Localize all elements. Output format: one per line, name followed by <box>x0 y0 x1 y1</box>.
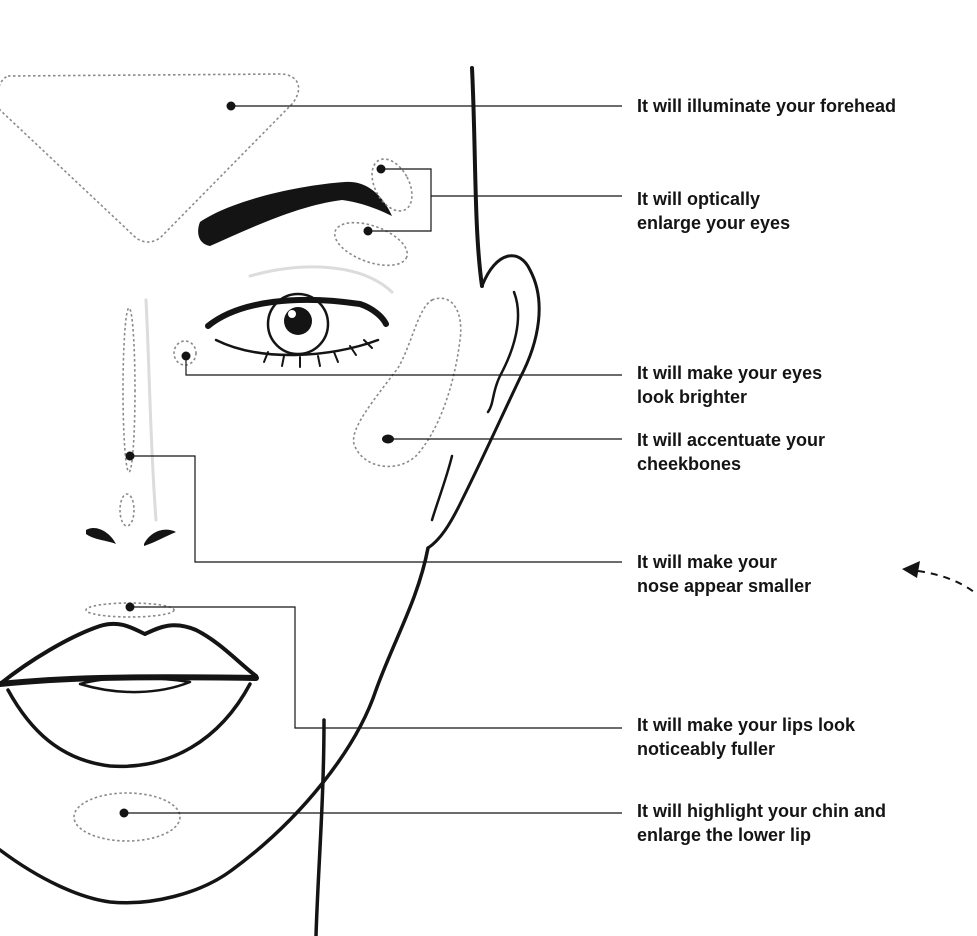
label-nose-line-1: It will make your <box>637 550 811 574</box>
dot-cheekbone <box>382 435 394 444</box>
dot-nose <box>126 452 135 461</box>
label-eyes-enlarge: It will optically enlarge your eyes <box>637 187 790 235</box>
leader-lips <box>130 607 622 728</box>
nose <box>86 300 176 546</box>
label-eyes-brighter: It will make your eyes look brighter <box>637 361 822 409</box>
brow-bone-zone <box>364 152 420 217</box>
dot-forehead <box>227 102 236 111</box>
label-forehead-line-1: It will illuminate your forehead <box>637 94 896 118</box>
label-cheekbones-line-2: cheekbones <box>637 452 825 476</box>
dot-brow-bone <box>377 165 386 174</box>
under-brow-zone <box>329 214 413 274</box>
leader-eyes-brighter <box>186 356 622 375</box>
dot-under-brow <box>364 227 373 236</box>
chin-zone <box>74 793 180 841</box>
dot-inner-eye <box>182 352 191 361</box>
eyebrow <box>198 182 392 246</box>
dot-lips <box>126 603 135 612</box>
label-cheekbones: It will accentuate your cheekbones <box>637 428 825 476</box>
nose-tip-zone <box>120 494 134 526</box>
label-eyes-enlarge-line-2: enlarge your eyes <box>637 211 790 235</box>
leader-nose <box>130 456 622 562</box>
lips <box>0 624 256 766</box>
label-chin: It will highlight your chin and enlarge … <box>637 799 886 847</box>
label-forehead: It will illuminate your forehead <box>637 94 896 118</box>
label-lips-line-1: It will make your lips look <box>637 713 855 737</box>
cheekbone-zone <box>354 298 461 466</box>
dashed-arrow <box>902 561 974 592</box>
dot-chin <box>120 809 129 818</box>
label-lips-line-2: noticeably fuller <box>637 737 855 761</box>
label-eyes-enlarge-line-1: It will optically <box>637 187 790 211</box>
highlight-zones <box>0 74 461 841</box>
label-nose-line-2: nose appear smaller <box>637 574 811 598</box>
leader-lines <box>124 106 622 813</box>
nose-bridge-zone <box>123 308 135 472</box>
label-chin-line-2: enlarge the lower lip <box>637 823 886 847</box>
eye <box>208 267 392 367</box>
label-eyes-brighter-line-2: look brighter <box>637 385 822 409</box>
label-lips: It will make your lips look noticeably f… <box>637 713 855 761</box>
label-nose: It will make your nose appear smaller <box>637 550 811 598</box>
label-chin-line-1: It will highlight your chin and <box>637 799 886 823</box>
label-eyes-brighter-line-1: It will make your eyes <box>637 361 822 385</box>
label-cheekbones-line-1: It will accentuate your <box>637 428 825 452</box>
